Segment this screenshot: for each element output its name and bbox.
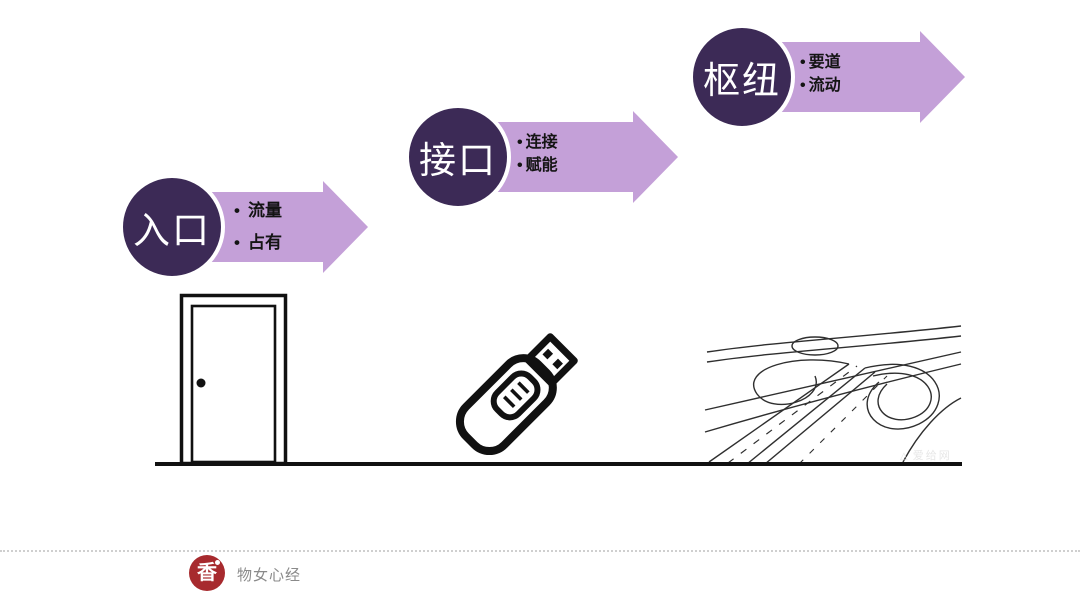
right-arrow-shape — [458, 111, 678, 203]
step-bullets-entrance: 流量 占有 — [234, 195, 282, 259]
brand-name: 物女心经 — [237, 567, 302, 584]
step-circle-entrance: 入口 — [119, 174, 225, 280]
bullet-item: 流量 — [234, 195, 282, 227]
highway-interchange-icon — [703, 312, 965, 469]
step-circle-hub: 枢纽 — [689, 24, 795, 130]
step-label: 枢纽 — [703, 60, 781, 101]
step-bullets-hub: 要道 流动 — [800, 51, 841, 97]
right-arrow-shape — [742, 31, 965, 123]
brand-logo-seal-dot — [215, 560, 220, 565]
footer-divider — [0, 550, 1080, 552]
bullet-item: 赋能 — [517, 154, 558, 177]
brand-logo: 香 — [189, 555, 225, 591]
bullet-item: 占有 — [234, 227, 282, 259]
step-circle-interface: 接口 — [405, 104, 511, 210]
bullet-item: 流动 — [800, 74, 841, 97]
usb-flash-drive-icon — [445, 312, 595, 467]
bullet-item: 连接 — [517, 131, 558, 154]
watermark: 爱给网 — [900, 447, 952, 463]
step-label: 入口 — [133, 210, 211, 251]
step-label: 接口 — [419, 140, 497, 181]
door-icon — [175, 292, 291, 471]
step-bullets-interface: 连接 赋能 — [517, 131, 558, 177]
ground-line — [155, 462, 962, 466]
brand-logo-glyph: 香 — [197, 562, 217, 584]
bullet-item: 要道 — [800, 51, 841, 74]
